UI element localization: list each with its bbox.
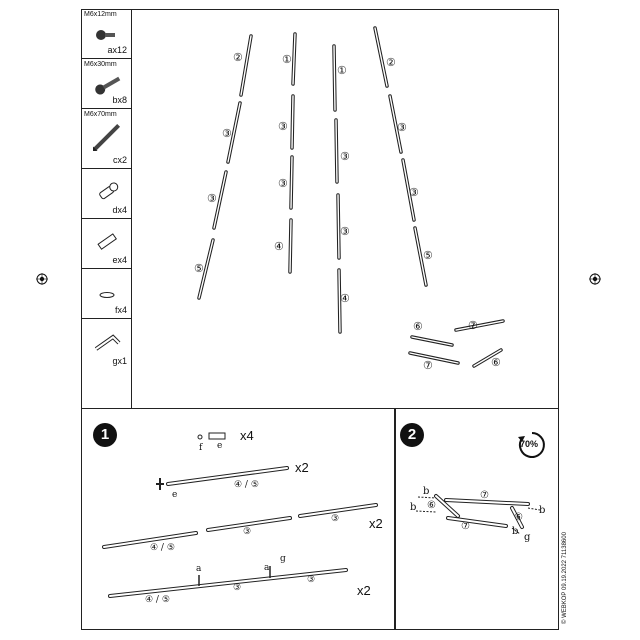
- step-number: 1: [93, 423, 117, 447]
- step1-row2-qty: x2: [295, 460, 309, 475]
- parts-tubes: [197, 26, 505, 368]
- part-label: ①: [282, 53, 292, 66]
- hardware-qty: ax12: [107, 45, 127, 55]
- part-label: ③: [397, 121, 407, 134]
- allen-key-icon: [94, 334, 121, 351]
- medium-bolt-icon: [95, 76, 121, 95]
- hardware-filler: [81, 359, 132, 409]
- registration-mark-right: [589, 273, 601, 285]
- hardware-spec: M6x70mm: [84, 111, 117, 118]
- step1-row2-part-label: ④ / ⑤: [234, 480, 259, 490]
- part-label: ⑦: [480, 490, 489, 501]
- part-label: ③: [222, 127, 232, 140]
- step1-e-label: e: [217, 441, 223, 451]
- step1-row4-a1-label: a: [196, 564, 202, 574]
- part-label: ⑦: [423, 359, 433, 372]
- part-label: ⑦: [468, 319, 478, 332]
- step2-b-label: b: [539, 505, 546, 516]
- part-label: ①: [337, 64, 347, 77]
- step1-row3-right-label: ③: [331, 514, 340, 524]
- part-label: ③: [409, 186, 419, 199]
- hardware-list: M6x12mm ax12 M6x30mm bx8 M6x70mm cx2 dx4…: [81, 9, 132, 366]
- step1-row3-left-label: ④ / ⑤: [150, 543, 175, 553]
- step2-b-label: b: [410, 502, 417, 513]
- connector-icon: [97, 233, 117, 250]
- hardware-item-f: fx4: [81, 269, 131, 319]
- step1-row2-e-label: e: [172, 490, 178, 500]
- hardware-qty: dx4: [112, 205, 127, 215]
- step2-panel: [394, 409, 559, 630]
- hardware-item-c: M6x70mm cx2: [81, 109, 131, 169]
- hardware-qty: fx4: [114, 305, 127, 315]
- hardware-item-e: ex4: [81, 219, 131, 269]
- step1-row4-qty: x2: [357, 583, 371, 598]
- step2-g-label: g: [524, 532, 531, 543]
- part-label: ③: [278, 177, 288, 190]
- hardware-spec: M6x12mm: [84, 11, 117, 18]
- long-bolt-icon: [93, 123, 121, 151]
- part-label: ③: [340, 225, 350, 238]
- part-label: ④: [274, 240, 284, 253]
- part-label: ⑦: [461, 521, 470, 532]
- part-label: ②: [386, 56, 396, 69]
- rotate-percent-label: 70%: [520, 439, 539, 449]
- part-label: ④: [340, 292, 350, 305]
- rotate-percent-icon: [518, 432, 545, 458]
- part-label: ⑥: [427, 500, 436, 511]
- step1-f-label: f: [199, 443, 203, 453]
- end-cap-icon: [99, 182, 119, 200]
- step1-row4-a2-label: a: [264, 563, 270, 573]
- hardware-qty: gx1: [112, 356, 127, 366]
- step1-row3-mid-label: ③: [243, 527, 252, 537]
- short-bolt-icon: [96, 30, 115, 40]
- part-label: ③: [340, 150, 350, 163]
- step1-panel: [81, 409, 396, 630]
- step-number: 2: [400, 423, 424, 447]
- step1-row4-g-label: g: [280, 554, 286, 564]
- step1-row4-mid-label: ③: [233, 583, 242, 593]
- hardware-item-g: gx1: [81, 319, 131, 369]
- part-label: ⑥: [514, 512, 523, 523]
- step1-row3-qty: x2: [369, 516, 383, 531]
- hardware-qty: bx8: [112, 95, 127, 105]
- part-label: ⑤: [194, 262, 204, 275]
- step1-row4-right-label: ③: [307, 575, 316, 585]
- hardware-item-a: M6x12mm ax12: [81, 9, 131, 59]
- hardware-qty: cx2: [112, 155, 127, 165]
- hardware-qty: ex4: [112, 255, 127, 265]
- part-label: ②: [233, 51, 243, 64]
- part-label: ③: [278, 120, 288, 133]
- copyright-text: © WEBKOP 09.19.2022 71138600: [562, 532, 568, 624]
- part-label: ⑥: [413, 320, 423, 333]
- step2-drawing: [415, 494, 541, 535]
- part-label: ⑤: [423, 249, 433, 262]
- step1-row4-left-label: ④ / ⑤: [145, 595, 170, 605]
- step1-row1-qty: x4: [240, 428, 254, 443]
- step2-b-label: b: [423, 486, 430, 497]
- step2-b-label: b: [512, 526, 519, 537]
- registration-mark-left: [36, 273, 48, 285]
- step1-drawing: [102, 432, 378, 598]
- part-label: ③: [207, 192, 217, 205]
- washer-icon: [99, 292, 115, 298]
- parts-panel: [81, 9, 559, 409]
- part-label: ⑥: [491, 356, 501, 369]
- hardware-spec: M6x30mm: [84, 61, 117, 68]
- hardware-item-b: M6x30mm bx8: [81, 59, 131, 109]
- hardware-item-d: dx4: [81, 169, 131, 219]
